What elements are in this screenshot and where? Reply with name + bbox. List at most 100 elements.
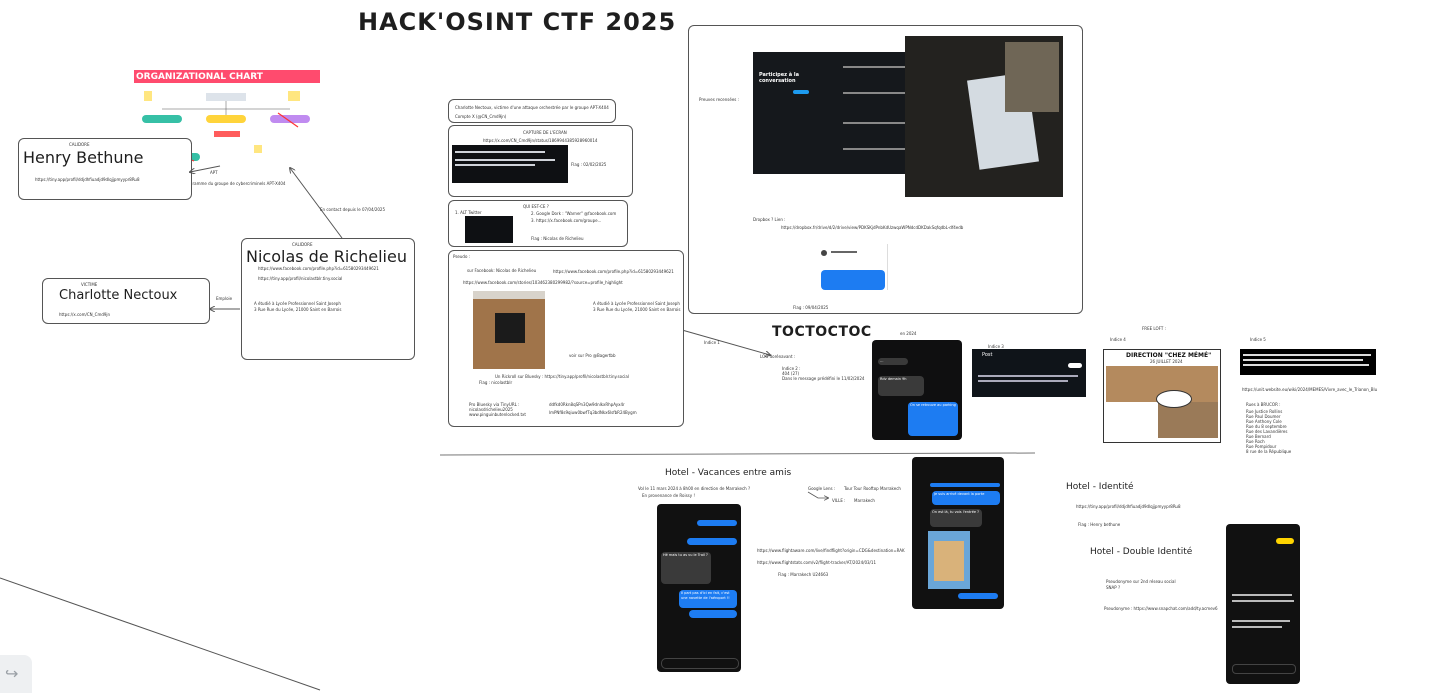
pseudo-address-2: 3 Rue Rue du Lycée, 21000 Saint en Barro… <box>593 307 681 312</box>
hotel2-link[interactable]: https://tiny.app/profil/ddjdhfiuadjd9dlq… <box>1076 504 1181 509</box>
pseudo-row-3[interactable]: https://www.facebook.com/stories/1034623… <box>463 280 623 285</box>
chat-c1: Rdv demain 9h <box>880 377 907 381</box>
chat-b2: On est là, tu vois l'entrée ? <box>932 510 980 514</box>
hotel1-link-2[interactable]: https://www.flightstats.com/v2/flight-tr… <box>757 560 876 565</box>
pastebin-label: Dropbox ? Lien : <box>753 217 786 222</box>
pseudo-box[interactable]: Pseudo : sur Facebook: Nicolas de Richel… <box>448 250 684 427</box>
street-4: Rue du 8 septembre <box>1246 424 1287 429</box>
charlotte-label: VICTIME <box>81 282 98 287</box>
qui-screenshot <box>465 216 513 243</box>
capture-screenshot <box>452 145 568 183</box>
hotel3-note1-a: Pseudonyme sur 2nd réseau social <box>1106 579 1176 584</box>
toctoc-2024: en 2024 <box>900 331 917 336</box>
org-chart-header: ORGANIZATIONAL CHART <box>134 70 320 83</box>
google-lens-label: Google Lens : <box>808 486 836 491</box>
pseudo-foot-right-1: ddfkd0Rkn8qSPn3Qw9dnlkxRhpAyx4r <box>549 402 625 407</box>
street-2: Rue Paul Doumer <box>1246 414 1281 419</box>
hotel2-title: Hotel - Identité <box>1066 482 1134 492</box>
qui-title: QUI EST-CE ? <box>523 204 549 209</box>
nicolas-address-2: 3 Rue Rue du Lycée, 21000 Saint en Barro… <box>254 307 342 312</box>
pseudo-bluesky[interactable]: Un Rickroll sur Bluesky : https://tiny.a… <box>495 374 629 379</box>
chat-a2: Il part pas d'ici en fait, c'est une nav… <box>681 591 730 600</box>
nicolas-link-fb[interactable]: https://www.facebook.com/profile.php?id=… <box>258 266 379 271</box>
hotel3-note2[interactable]: Pseudonyme : https://www.snapchat.com/ad… <box>1104 606 1218 611</box>
arrow-org-henry <box>190 165 221 172</box>
pseudo-foot-left-2: nicolasdrichelieu2025 <box>469 407 513 412</box>
google-lens-val: Tour Tour Rooftop Marrakech <box>844 486 901 491</box>
charlotte-card[interactable]: VICTIME Charlotte Nectoux https://x.com/… <box>42 278 210 324</box>
henry-label: CALIDORE <box>69 142 90 147</box>
stray-line <box>0 577 321 691</box>
toctoc-title: TOCTOCTOC <box>772 324 872 340</box>
hotel2-flag: Flag : Henry bethune <box>1078 522 1121 527</box>
henry-link[interactable]: https://tiny.app/profil/ddjdhfiuadjd9dlq… <box>35 177 140 182</box>
label-henry-nicolas: En contact depuis le 07/04/2025 <box>320 207 386 212</box>
henry-name: Henry Bethune <box>23 148 144 167</box>
qui-item-1: 1. ALT Twitter <box>455 210 482 215</box>
twitter-label: Preuves recensées : <box>699 97 739 102</box>
street-7: Rue Roch <box>1246 439 1265 444</box>
pastebin-link[interactable]: https://dropbox.fr/drive/d/2/drive/view/… <box>781 225 964 230</box>
capture-flag: Flag : 02/02/2025 <box>571 162 607 167</box>
intro-line-2: Compte X (@CN_Cmd9jn) <box>455 114 507 119</box>
twitter-box[interactable]: Preuves recensées : Participez à la conv… <box>688 25 1083 314</box>
hotel1-link-1[interactable]: https://www.flightaware.com/live/findfli… <box>757 548 905 553</box>
toctoc-indice4: Indice 4 <box>1110 337 1126 342</box>
pseudo-insta: voir sur Pro @Bagertbb <box>569 353 616 358</box>
section-divider <box>439 452 1036 456</box>
toctoc-indice2-val: 404 (27) <box>782 371 800 376</box>
ville-val: Marrakech <box>854 498 875 503</box>
capture-url[interactable]: https://x.com/CN_Cmd9jn/status/186994438… <box>483 138 598 143</box>
label-nicolas-charlotte: Emploie <box>216 296 233 301</box>
board-title: HACK'OSINT CTF 2025 <box>358 8 677 36</box>
hotel3-title: Hotel - Double Identité <box>1090 547 1193 557</box>
nicolas-card[interactable]: CALIDORE Nicolas de Richelieu https://ww… <box>241 238 415 360</box>
street-9: 8 rue de la République <box>1246 449 1292 454</box>
twitter-flag: Flag : 09/04/2025 <box>793 305 829 310</box>
arrow-to-toctoc <box>681 329 770 355</box>
capture-box[interactable]: CAPTURE DE L'ECRAN https://x.com/CN_Cmd9… <box>448 125 633 197</box>
toctoc-free: FREE LOFT : <box>1142 326 1166 331</box>
toctoc-indice2-title: Indice 2 : <box>782 366 801 371</box>
nicolas-link-tiny[interactable]: https://tiny.app/profil/nicolastblr.tiny… <box>258 276 343 281</box>
hotel1-desc-1: Vol le 11 mars 2024 à 8h00 en direction … <box>638 486 751 491</box>
chat-c2: On se retrouve au parking <box>910 403 956 407</box>
redo-button[interactable]: ↪ <box>0 655 32 693</box>
hotel1-flag: Flag : Marrakech U24663 <box>778 572 829 577</box>
desk-photo <box>905 36 1063 197</box>
hotel1-phone-chat: Hé mais tu as vu le Trail ? Il part pas … <box>657 504 741 672</box>
chat-a1: Hé mais tu as vu le Trail ? <box>663 553 708 557</box>
pseudo-title: Pseudo : <box>453 254 471 259</box>
qui-box[interactable]: QUI EST-CE ? 1. ALT Twitter 2. Google Do… <box>448 200 628 247</box>
intro-line-1: Charlotte Nectoux, victime d'une attaque… <box>455 105 609 110</box>
nicolas-label: CALIDORE <box>292 242 313 247</box>
pseudo-row-2[interactable]: https://www.facebook.com/profile.php?id=… <box>553 269 674 274</box>
toctoc-phone-chat: … Rdv demain 9h On se retrouve au parkin… <box>872 340 962 440</box>
toctoc-post-screenshot: Post <box>972 349 1086 397</box>
street-3: Rue Anthony Cole <box>1246 419 1282 424</box>
hotel1-title: Hotel - Vacances entre amis <box>665 468 792 478</box>
pseudo-foot-right-2: lmPNf8s9qiuw0bwfTq3bdNkx6lsfbR24Bygm <box>549 410 637 415</box>
toctoc-ref-link[interactable]: https://unit.website.eu/wiki/2024/MEMES/… <box>1242 387 1378 392</box>
org-chart-caption: Figure 1. Organigramme du groupe de cybe… <box>158 181 286 186</box>
tweet-title: Participez à la conversation <box>759 72 799 84</box>
hotel1-phone-photo: Je suis arrivé devant la porte On est là… <box>912 457 1004 609</box>
henry-card[interactable]: CALIDORE Henry Bethune https://tiny.app/… <box>18 138 192 200</box>
intro-box[interactable]: Charlotte Nectoux, victime d'une attaque… <box>448 99 616 123</box>
ville-label: VILLE : <box>832 498 846 503</box>
pseudo-address-1: A étudié à Lycée Professionnel Saint Jos… <box>593 301 680 306</box>
pseudo-foot-left-1: Pro Bluesky via TinyURL : <box>469 402 520 407</box>
qui-item-2: 2. Google Dork : "Warner" @facebook.com <box>531 211 617 216</box>
toctoc-indice5: Indice 5 <box>1250 337 1266 342</box>
street-8: Rue Pompidour <box>1246 444 1277 449</box>
hotel1-desc-2: En provenance de Roissy ! <box>642 493 695 498</box>
toctoc-lieu: LOG dorénavant : <box>760 354 796 359</box>
post-pill[interactable]: Post <box>982 352 993 358</box>
street-6: Rue Bernard <box>1246 434 1271 439</box>
toctoc-indice3: Indice 3 <box>988 344 1004 349</box>
meme-top: DIRECTION "CHEZ MÉMÉ" <box>1126 352 1212 359</box>
nicolas-address-1: A étudié à Lycée Professionnel Saint Jos… <box>254 301 341 306</box>
toctoc-indice2-desc: Dans le message prédéfini le 11/02/2024 <box>782 376 865 381</box>
charlotte-link[interactable]: https://x.com/CN_Cmd9jn <box>59 312 111 317</box>
